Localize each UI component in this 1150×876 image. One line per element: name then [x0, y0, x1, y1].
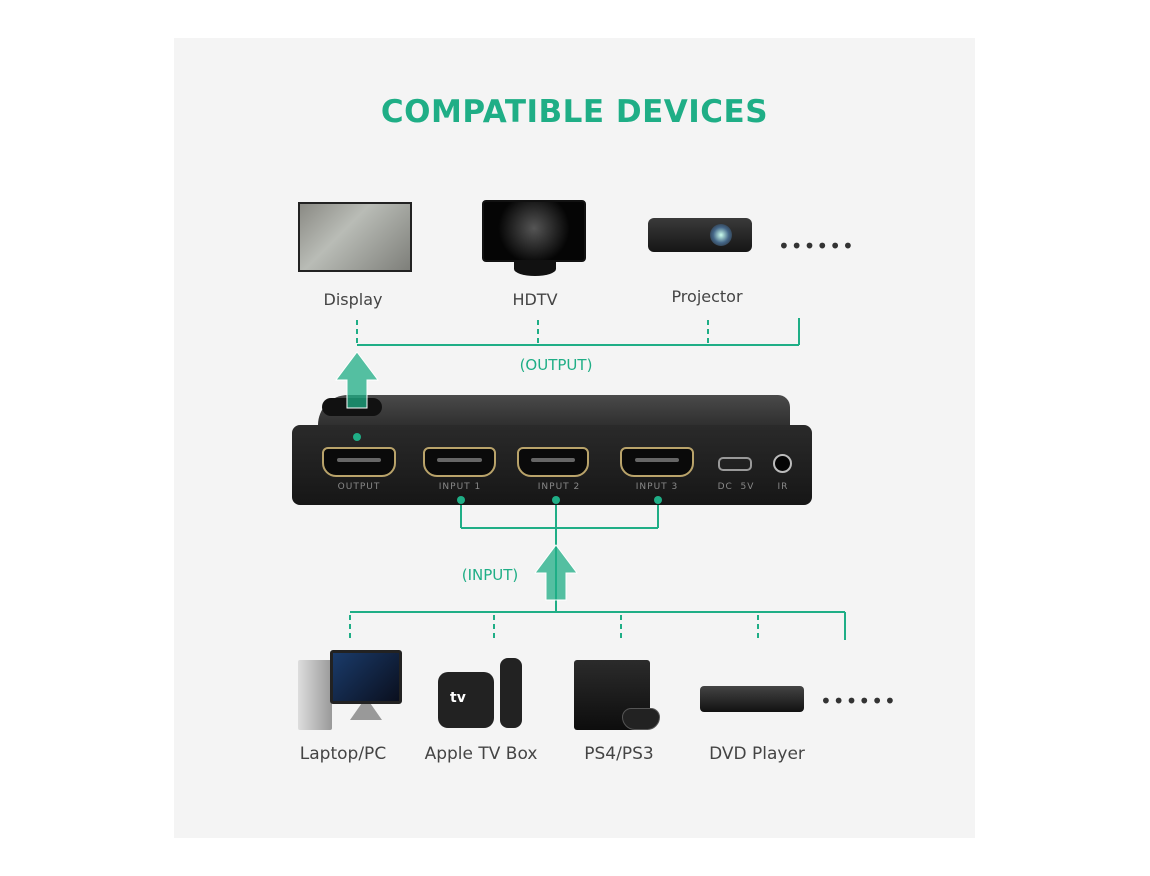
input-2-port — [517, 447, 589, 477]
more-input-devices: •••••• — [820, 689, 897, 713]
device-label: PS4/PS3 — [584, 744, 654, 764]
input-1-port — [423, 447, 496, 477]
display-icon — [298, 202, 412, 272]
apple-tv-remote-icon — [500, 658, 522, 728]
input-dot — [654, 496, 662, 504]
pc-tower-icon — [298, 660, 332, 730]
port-label: IR — [777, 482, 789, 492]
ir-port — [773, 454, 792, 473]
output-dot — [353, 433, 361, 441]
port-label: DC 5V — [717, 482, 755, 492]
page-title: COMPATIBLE DEVICES — [380, 94, 769, 130]
switch-top — [318, 395, 790, 429]
port-label: INPUT 1 — [438, 482, 482, 492]
port-label: INPUT 3 — [635, 482, 679, 492]
device-label: Display — [323, 290, 383, 309]
hdtv-icon — [482, 200, 586, 262]
more-output-devices: •••••• — [778, 234, 855, 258]
dvd-player-icon — [700, 686, 804, 712]
output-label: (OUTPUT) — [519, 356, 593, 374]
port-label: INPUT 2 — [537, 482, 581, 492]
input-dot — [552, 496, 560, 504]
device-label: Projector — [671, 287, 743, 306]
input-dot — [457, 496, 465, 504]
dc-port — [718, 457, 752, 471]
device-label: HDTV — [512, 290, 558, 309]
output-port — [322, 447, 396, 477]
port-label: OUTPUT — [337, 482, 381, 492]
input-arrow-icon — [534, 544, 578, 601]
device-label: Laptop/PC — [299, 744, 387, 764]
input-label: (INPUT) — [461, 566, 519, 584]
input-3-port — [620, 447, 694, 477]
output-arrow-icon — [335, 351, 379, 409]
pc-icon — [330, 650, 402, 704]
projector-icon — [648, 218, 752, 252]
device-label: Apple TV Box — [424, 744, 538, 764]
apple-tv-icon: tv — [438, 672, 494, 728]
controller-icon — [622, 708, 660, 730]
hdtv-stand — [514, 262, 556, 276]
device-label: DVD Player — [709, 744, 805, 764]
